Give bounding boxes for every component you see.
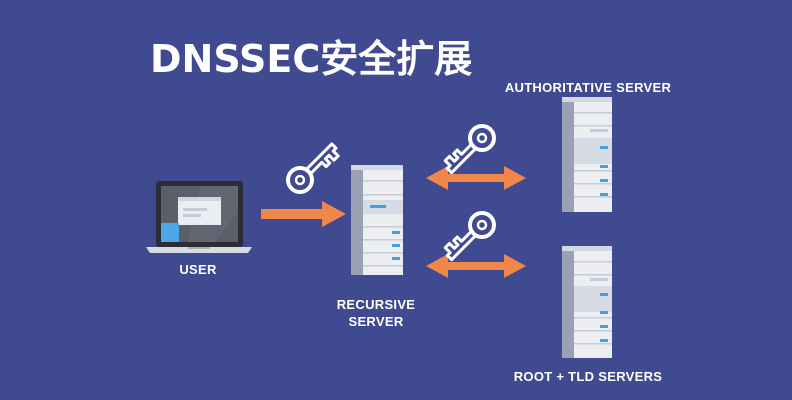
laptop-icon [146,181,252,253]
recursive-server-label-line1: RECURSIVE [336,297,416,312]
server-icon [562,97,612,212]
recursive-server-label-line2: SERVER [348,314,404,329]
root-tld-servers-label: ROOT + TLD SERVERS [513,369,663,384]
server-icon [351,165,403,275]
double-arrow-icon [426,254,526,278]
arrow-right-icon [261,201,346,227]
user-label: USER [179,262,217,277]
key-icon [286,142,340,194]
key-icon [443,124,496,175]
page-title: DNSSEC安全扩展 [150,37,473,81]
double-arrow-icon [426,166,526,190]
key-icon [443,211,496,262]
server-icon [562,246,612,358]
authoritative-server-label: AUTHORITATIVE SERVER [504,80,672,95]
